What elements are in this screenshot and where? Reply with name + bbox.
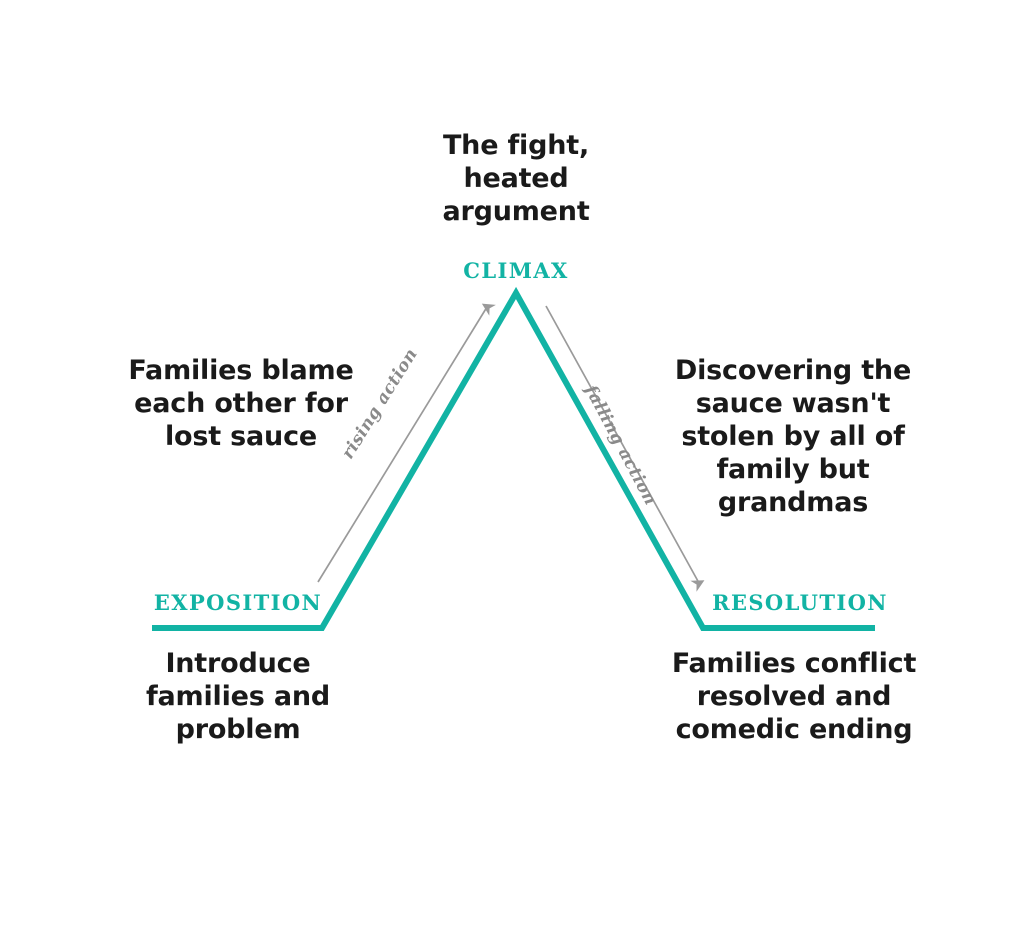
climax-description: The fight, heated argument <box>442 130 590 227</box>
falling-action-description: Discovering the sauce wasn't stolen by a… <box>674 355 912 518</box>
exposition-stage-label: EXPOSITION <box>153 590 323 615</box>
falling-action-label: falling action <box>580 382 661 509</box>
resolution-description: Families conflict resolved and comedic e… <box>671 648 917 745</box>
rising-action-description: Families blame each other for lost sauce <box>128 355 354 452</box>
climax-stage-label: CLIMAX <box>463 258 569 283</box>
exposition-description: Introduce families and problem <box>145 648 331 745</box>
resolution-stage-label: RESOLUTION <box>712 590 888 615</box>
